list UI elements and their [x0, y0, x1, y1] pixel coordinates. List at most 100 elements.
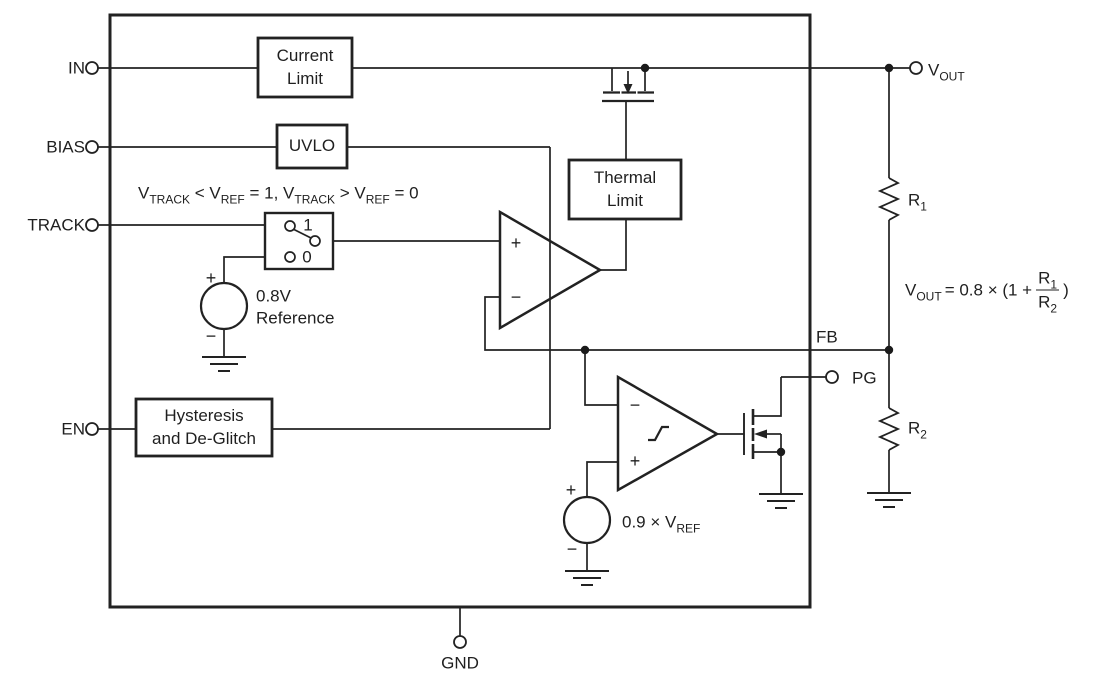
pin-label-bias: BIAS: [46, 137, 85, 157]
ground-pg-fet: [759, 493, 803, 509]
vout-eq-lhs-main: V: [905, 280, 917, 300]
erroramp-plus-sign: +: [510, 233, 522, 253]
vout-eq-mid: = 0.8 × (1 +: [944, 280, 1033, 300]
switch-contact-0: [284, 251, 296, 263]
vout-eq-den: R2: [1036, 289, 1060, 315]
r1-label: R1: [908, 190, 927, 213]
vout-eq-close: ): [1063, 280, 1069, 300]
r1-main: R: [908, 190, 921, 210]
thermal-line2: Limit: [607, 190, 643, 210]
ref09-source: [562, 495, 612, 545]
ref08-name: Reference: [256, 308, 335, 328]
vout-eq-den-main: R: [1038, 292, 1051, 312]
ref08-minus-sign: −: [205, 326, 217, 346]
junction-vout: [884, 63, 894, 73]
terminal-en: [85, 422, 99, 436]
switch-pos-1-label: 1: [303, 215, 313, 235]
track-eq-p3: = 1, V: [244, 183, 295, 203]
pin-label-in: IN: [68, 58, 85, 78]
hysteresis-line2: and De-Glitch: [152, 428, 256, 448]
ref09-sub: REF: [676, 521, 701, 536]
resistor-r1: [877, 177, 901, 221]
track-equation: VTRACK < VREF = 1, VTRACK > VREF = 0: [138, 183, 419, 206]
pg-comparator-body: [616, 374, 720, 493]
terminal-track: [85, 218, 99, 232]
track-eq-p1: V: [138, 183, 150, 203]
track-eq-p4: > V: [335, 183, 366, 203]
ref09-main: 0.9 × V: [622, 512, 677, 532]
vout-main: V: [928, 60, 940, 80]
track-eq-s4: REF: [365, 192, 390, 207]
ref09-label: 0.9 × VREF: [622, 512, 700, 535]
pin-label-track: TRACK: [27, 215, 85, 235]
current-limit-block: [256, 36, 354, 99]
current-limit-label: Current Limit: [258, 38, 352, 97]
pgcomp-minus-sign: −: [629, 395, 641, 415]
vout-sub: OUT: [939, 69, 965, 84]
track-switch: [284, 220, 321, 263]
vout-eq-den-sub: 2: [1050, 301, 1058, 316]
vout-eq-fraction: R1 R2: [1036, 268, 1060, 315]
pin-label-vout: VOUT: [928, 60, 965, 83]
thermal-limit-block: [567, 158, 683, 221]
erroramp-minus-sign: −: [510, 287, 522, 307]
switch-pos-0-label: 0: [302, 247, 312, 267]
ref09-minus-sign: −: [566, 539, 578, 559]
junction-fet-drain: [640, 63, 650, 73]
vout-eq-num: R1: [1036, 268, 1059, 292]
hysteresis-icon: [648, 425, 669, 442]
switch-blade: [292, 228, 312, 239]
junction-dots: [580, 63, 894, 457]
wires: [98, 67, 910, 636]
ground-symbols: [202, 356, 911, 586]
switch-contact-common: [309, 235, 321, 247]
junction-fb-divider: [884, 345, 894, 355]
junction-fb-comp: [580, 345, 590, 355]
pin-terminals: [85, 61, 923, 649]
terminal-gnd: [453, 635, 467, 649]
track-eq-s3: TRACK: [294, 192, 336, 207]
uvlo-label: UVLO: [277, 125, 347, 168]
terminal-vout: [909, 61, 923, 75]
uvlo-block: [275, 123, 349, 170]
junction-pg-source: [776, 447, 786, 457]
vout-eq-lhs: VOUT: [905, 280, 942, 303]
ground-ref08: [202, 356, 246, 372]
pg-drain-wire: [753, 376, 826, 417]
r2-sub: 2: [920, 427, 927, 442]
thermal-line1: Thermal: [593, 168, 657, 188]
vout-equation: VOUT = 0.8 × (1 + R1 R2 ): [905, 268, 1069, 315]
terminal-in: [85, 61, 99, 75]
switch-contact-1: [284, 220, 296, 232]
function-blocks: [134, 36, 683, 458]
current-limit-line2: Limit: [287, 68, 323, 88]
track-eq-p2: < V: [190, 183, 221, 203]
fb-wire: [484, 296, 889, 351]
thermal-limit-label: Thermal Limit: [569, 160, 681, 219]
ref08-plus-sign: +: [205, 268, 217, 288]
ref09-plus-sign: +: [565, 480, 577, 500]
ground-r2: [867, 492, 911, 508]
hysteresis-label: Hysteresis and De-Glitch: [136, 399, 272, 456]
vout-eq-num-main: R: [1038, 268, 1051, 288]
ref08-value: 0.8V: [256, 286, 291, 306]
ref08-source: [199, 281, 249, 331]
pg-comparator: [616, 374, 720, 493]
track-eq-p5: = 0: [389, 183, 419, 203]
hysteresis-block: [134, 397, 274, 458]
erroramp-out-wire: [600, 219, 627, 271]
resistor-r2: [877, 407, 901, 451]
r1-sub: 1: [920, 199, 927, 214]
vout-eq-num-sub: 1: [1050, 277, 1058, 292]
pin-label-pg: PG: [852, 368, 877, 388]
fb-to-pg-comp-wire: [584, 350, 618, 406]
pass-fet-body-arrow: [623, 84, 633, 94]
pin-label-gnd: GND: [441, 653, 479, 673]
ground-ref09: [565, 570, 609, 586]
pin-label-fb: FB: [816, 327, 838, 347]
track-switch-block: [263, 211, 335, 271]
r2-label: R2: [908, 420, 927, 441]
